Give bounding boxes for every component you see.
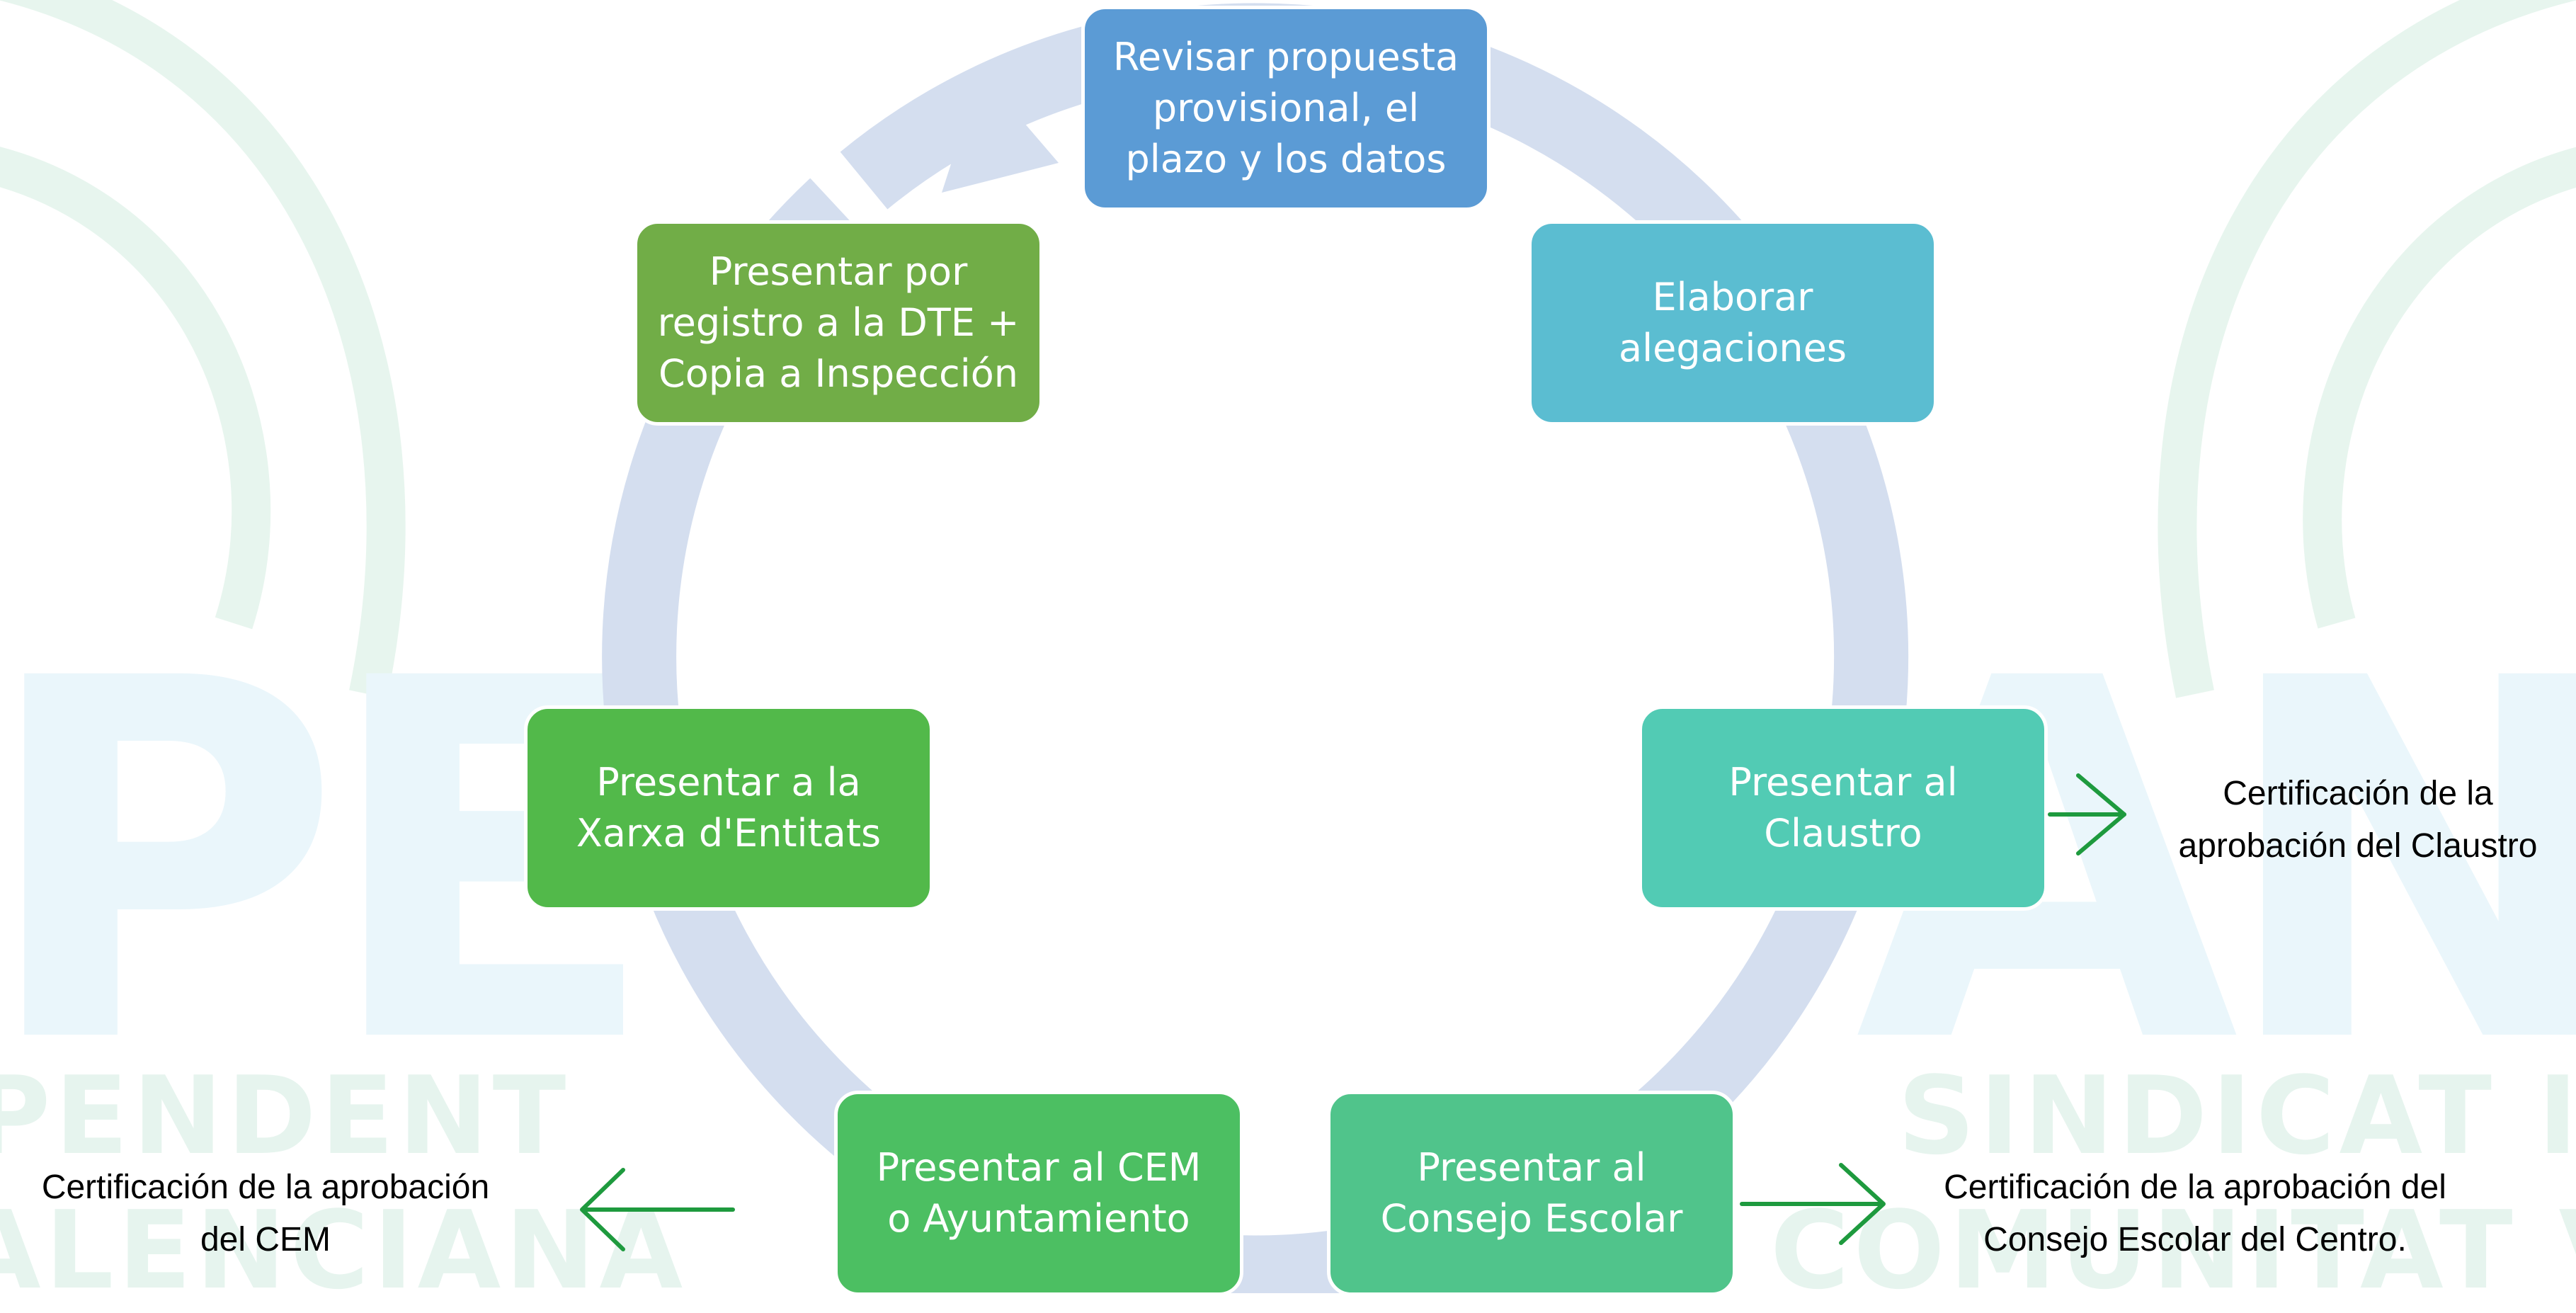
- step-elaborar-alegaciones: Elaborar alegaciones: [1528, 220, 1937, 426]
- step-presentar-consejo-escolar: Presentar al Consejo Escolar: [1327, 1091, 1736, 1296]
- note-certificacion-cem: Certificación de la aprobación del CEM: [41, 1169, 490, 1258]
- step-presentar-xarxa: Presentar a la Xarxa d'Entitats: [524, 705, 933, 911]
- step-presentar-cem: Presentar al CEM o Ayuntamiento: [834, 1091, 1243, 1296]
- watermark-emblem-right: [2158, 0, 2576, 698]
- cycle-arrowhead: [942, 72, 1059, 193]
- step-presentar-claustro: Presentar al Claustro: [1639, 705, 2048, 911]
- note-certificacion-claustro: Certificación de la aprobación del Claus…: [2178, 775, 2538, 865]
- watermark-text-left-2: ALENCIANA: [0, 1188, 688, 1313]
- note-certificacion-consejo: Certificación de la aprobación del Conse…: [1944, 1169, 2446, 1258]
- watermark-text-left-1: PENDENT: [0, 1053, 571, 1178]
- arrow-consejo-to-note: [1740, 1163, 1886, 1245]
- arrow-cem-to-note: [580, 1168, 735, 1251]
- watermark-text-right-2: COMUNITAT V: [1770, 1188, 2576, 1313]
- step-presentar-registro: Presentar por registro a la DTE + Copia …: [634, 220, 1043, 426]
- watermark-emblem-left: [0, 0, 406, 698]
- watermark-text-right-1: SINDICAT IN: [1898, 1053, 2576, 1178]
- step-revisar-propuesta: Revisar propuesta provisional, el plazo …: [1081, 6, 1491, 211]
- watermark-emblem-left-inner: [0, 147, 271, 630]
- arrow-claustro-to-note: [2048, 773, 2126, 856]
- watermark-emblem-right-inner: [2303, 147, 2576, 629]
